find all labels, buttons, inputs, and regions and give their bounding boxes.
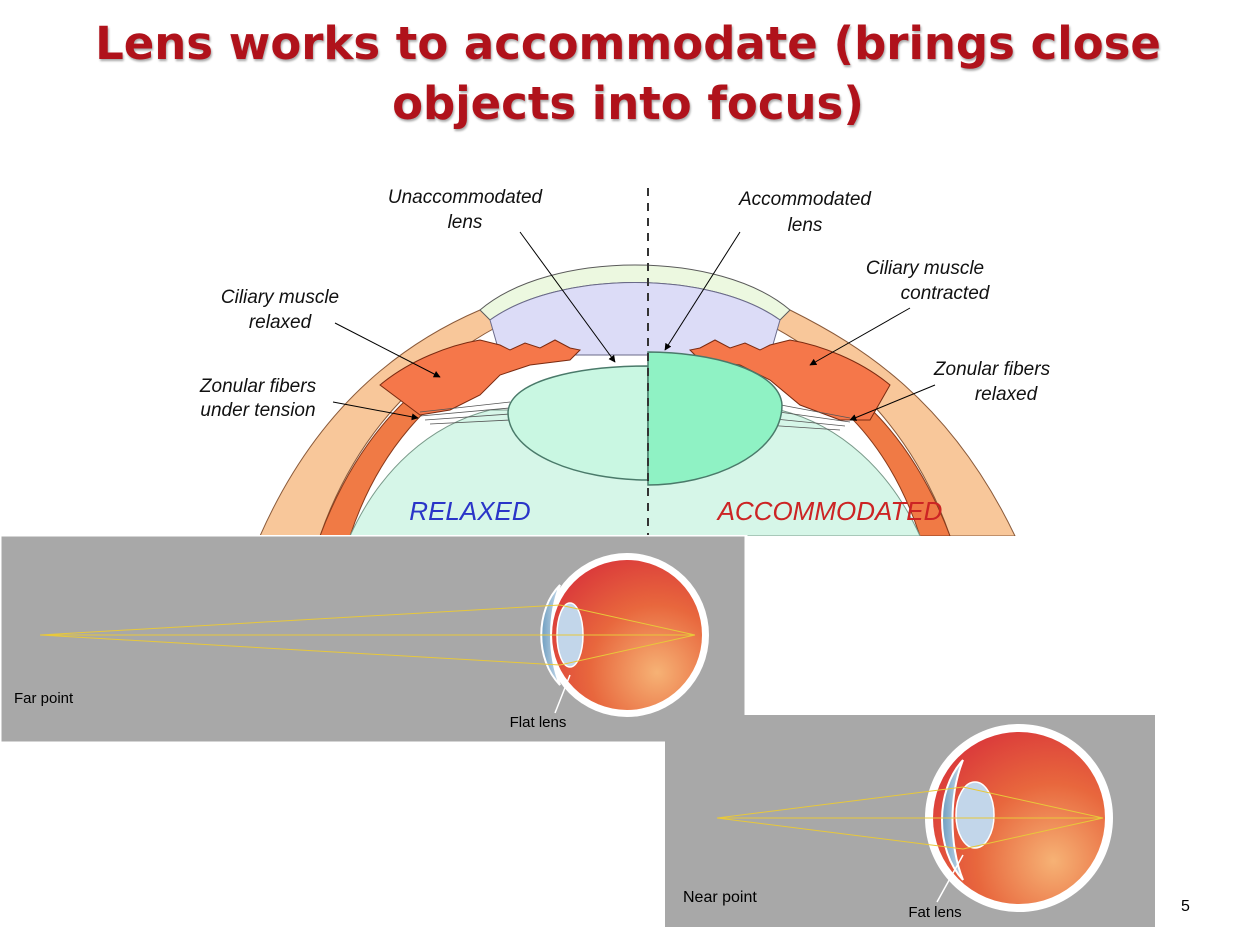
accommodated-lens bbox=[647, 351, 783, 486]
fat-lens-label: Fat lens bbox=[908, 904, 961, 921]
unaccommodated-lens bbox=[507, 365, 649, 481]
flat-lens-leader bbox=[554, 674, 571, 714]
slide-title: Lens works to accommodate (brings close … bbox=[0, 14, 1256, 134]
slide-title-line-1: Lens works to accommodate (brings close bbox=[95, 17, 1161, 70]
near-point-label: Near point bbox=[683, 889, 757, 906]
page-number: 5 bbox=[1181, 898, 1190, 915]
leader-unaccommodated bbox=[519, 231, 616, 363]
label-unaccommodated-line-2: lens bbox=[448, 212, 483, 233]
label-ciliary-relaxed-line-1: Ciliary muscle bbox=[221, 287, 339, 308]
leader-ciliary-contracted bbox=[809, 307, 911, 366]
label-zonular-relaxed-line-2: relaxed bbox=[975, 384, 1039, 405]
leader-ciliary-relaxed bbox=[334, 322, 441, 378]
fat-lens-leader bbox=[936, 854, 964, 903]
label-ciliary-contracted-line-1: Ciliary muscle bbox=[866, 258, 984, 279]
slide-title-line-2: objects into focus) bbox=[392, 77, 864, 130]
label-unaccommodated-line-1: Unaccommodated bbox=[388, 187, 544, 208]
label-accommodated-line-2: lens bbox=[788, 215, 823, 236]
label-ciliary-contracted-line-2: contracted bbox=[901, 283, 991, 304]
leader-accommodated bbox=[664, 231, 741, 351]
far-light-rays bbox=[39, 604, 696, 666]
anterior-chamber bbox=[489, 282, 781, 356]
far-point-label: Far point bbox=[14, 690, 74, 707]
near-point-eye-panel: Near point Fat lens bbox=[665, 715, 1155, 927]
fat-lens-shape bbox=[955, 781, 995, 849]
state-label-relaxed: RELAXED bbox=[409, 496, 530, 526]
near-light-rays bbox=[716, 786, 1104, 850]
label-accommodated-line-1: Accommodated bbox=[738, 189, 872, 210]
leader-zonular-relaxed bbox=[849, 384, 936, 421]
label-zonular-tension-line-1: Zonular fibers bbox=[199, 376, 317, 397]
state-label-accommodated: ACCOMMODATED bbox=[716, 496, 943, 526]
ciliary-muscle-relaxed bbox=[379, 339, 582, 416]
label-zonular-tension-line-2: under tension bbox=[200, 400, 315, 421]
flat-lens-label: Flat lens bbox=[510, 714, 567, 731]
label-zonular-relaxed-line-1: Zonular fibers bbox=[933, 359, 1051, 380]
far-point-eye-panel: Far point Flat lens bbox=[0, 535, 748, 745]
leader-zonular-tension bbox=[332, 401, 419, 421]
accommodation-cross-section-diagram: Unaccommodated lens Accommodated lens Ci… bbox=[199, 187, 1051, 536]
label-ciliary-relaxed-line-2: relaxed bbox=[249, 312, 313, 333]
